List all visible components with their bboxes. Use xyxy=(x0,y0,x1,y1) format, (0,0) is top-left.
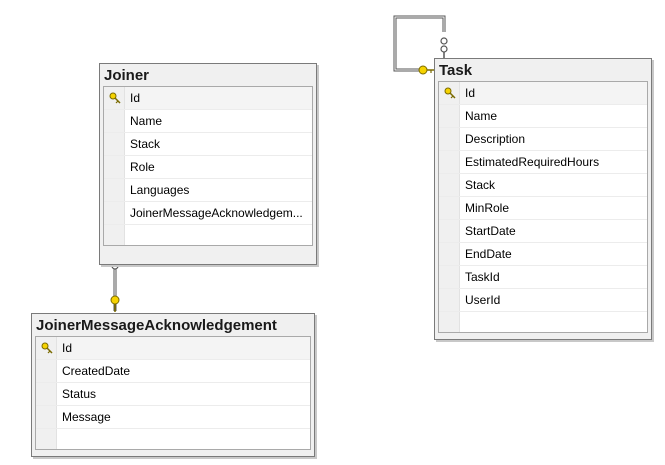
column-name: UserId xyxy=(465,293,501,307)
column-row[interactable]: TaskId xyxy=(439,266,647,289)
column-row[interactable]: Role xyxy=(104,156,312,179)
primary-key-icon xyxy=(109,92,121,104)
column-grid: Id CreatedDate Status Message xyxy=(35,336,311,450)
table-task[interactable]: Task Id Name Description EstimatedRequir… xyxy=(434,58,652,340)
column-row[interactable]: Stack xyxy=(104,133,312,156)
column-name: TaskId xyxy=(465,270,500,284)
column-row[interactable]: StartDate xyxy=(439,220,647,243)
column-grid: Id Name Stack Role Languages JoinerMessa… xyxy=(103,86,313,246)
column-row[interactable]: Message xyxy=(36,406,310,429)
column-name: Name xyxy=(465,109,498,123)
new-column-row[interactable] xyxy=(439,312,647,332)
column-row[interactable]: Name xyxy=(439,105,647,128)
column-name: EndDate xyxy=(465,247,512,261)
table-title: Joiner xyxy=(104,67,150,84)
column-row[interactable]: EstimatedRequiredHours xyxy=(439,151,647,174)
new-column-row[interactable] xyxy=(36,429,310,449)
column-row[interactable]: CreatedDate xyxy=(36,360,310,383)
task-self-relationship[interactable] xyxy=(393,15,448,75)
column-name: StartDate xyxy=(465,224,516,238)
column-name: Id xyxy=(62,341,73,355)
column-name: Message xyxy=(62,410,111,424)
column-row[interactable]: Languages xyxy=(104,179,312,202)
column-name: JoinerMessageAcknowledgem... xyxy=(130,206,303,220)
column-row[interactable]: Id xyxy=(104,87,312,110)
column-row[interactable]: Id xyxy=(439,82,647,105)
column-name: CreatedDate xyxy=(62,364,131,378)
column-name: EstimatedRequiredHours xyxy=(465,155,600,169)
column-row[interactable]: UserId xyxy=(439,289,647,312)
table-title: JoinerMessageAcknowledgement xyxy=(36,317,277,334)
column-row[interactable]: Status xyxy=(36,383,310,406)
primary-key-icon xyxy=(41,342,53,354)
column-row[interactable]: Id xyxy=(36,337,310,360)
new-column-row[interactable] xyxy=(104,225,312,245)
table-title: Task xyxy=(439,62,473,79)
infinity-end-icon xyxy=(440,37,448,45)
primary-key-icon xyxy=(444,87,456,99)
column-name: MinRole xyxy=(465,201,510,215)
column-row[interactable]: EndDate xyxy=(439,243,647,266)
column-name: Description xyxy=(465,132,526,146)
column-row[interactable]: MinRole xyxy=(439,197,647,220)
column-row[interactable]: Name xyxy=(104,110,312,133)
column-name: Id xyxy=(465,86,476,100)
key-end-icon xyxy=(110,295,120,312)
column-row[interactable]: Stack xyxy=(439,174,647,197)
column-row[interactable]: Description xyxy=(439,128,647,151)
table-joiner-message-acknowledgement[interactable]: JoinerMessageAcknowledgement Id CreatedD… xyxy=(31,313,315,457)
column-name: Role xyxy=(130,160,155,174)
column-row[interactable]: JoinerMessageAcknowledgem... xyxy=(104,202,312,225)
column-name: Languages xyxy=(130,183,190,197)
key-end-icon xyxy=(418,65,435,75)
column-name: Stack xyxy=(130,137,161,151)
column-name: Status xyxy=(62,387,97,401)
column-name: Id xyxy=(130,91,141,105)
column-name: Name xyxy=(130,114,163,128)
table-joiner[interactable]: Joiner Id Name Stack Role Languages Join… xyxy=(99,63,317,265)
column-grid: Id Name Description EstimatedRequiredHou… xyxy=(438,81,648,333)
column-name: Stack xyxy=(465,178,496,192)
